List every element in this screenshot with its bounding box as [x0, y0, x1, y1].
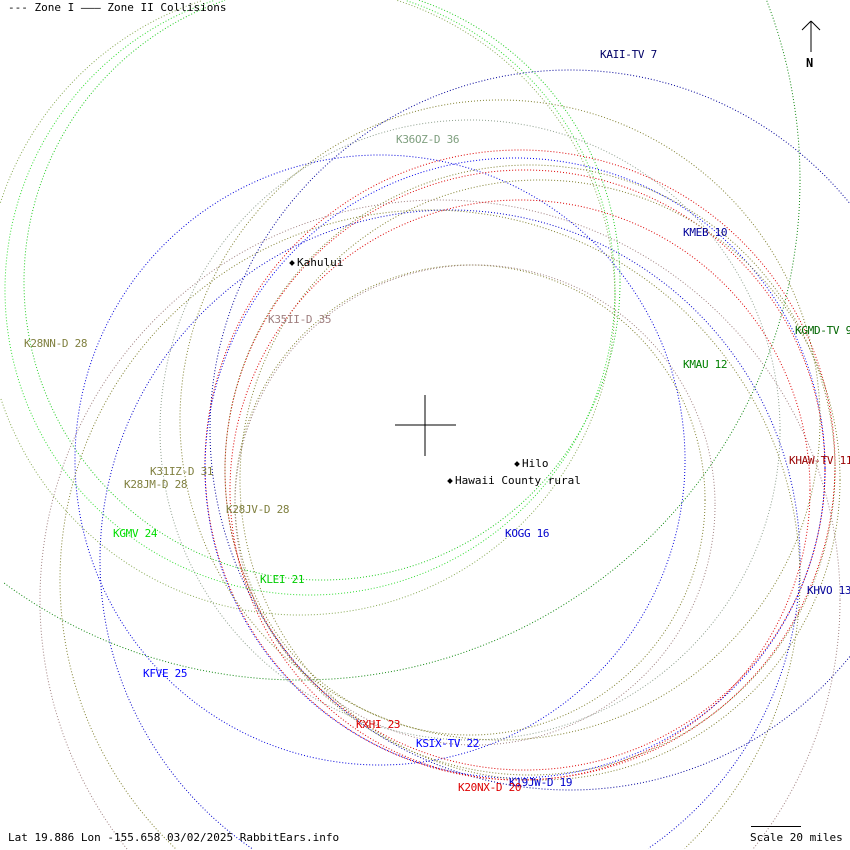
legend-zone2: ——— Zone II Collisions [80, 1, 227, 14]
scale-label: Scale 20 miles [750, 831, 843, 844]
city-kahului[interactable]: Kahului [289, 256, 344, 269]
coverage-contour [224, 169, 826, 771]
coverage-contour [39, 199, 841, 850]
coverage-contour [397, 0, 616, 300]
station-label-khvo[interactable]: KHVO 13 [807, 584, 850, 597]
coverage-contour [406, 0, 616, 290]
station-label-kfve[interactable]: KFVE 25 [143, 667, 188, 680]
station-label-kmeb[interactable]: KMEB 10 [683, 226, 728, 239]
station-label-kogg[interactable]: KOGG 16 [505, 527, 550, 540]
station-label-k28jv[interactable]: K28JV-D 28 [226, 503, 290, 516]
station-label-k31iz[interactable]: K31IZ-D 31 [150, 465, 214, 478]
station-label-k19jw[interactable]: K19JW-D 19 [509, 776, 573, 789]
north-label: N [806, 56, 814, 70]
station-label-kgmd[interactable]: KGMD-TV 9 [795, 324, 850, 337]
coverage-contour [766, 0, 801, 180]
coverage-contour [684, 580, 801, 849]
coverage-contour [59, 209, 801, 849]
coverage-contour [179, 99, 821, 741]
city-marker-icon [289, 260, 295, 266]
legend: --- Zone I ——— Zone II Collisions [8, 1, 227, 14]
station-label-k28nn[interactable]: K28NN-D 28 [24, 337, 88, 350]
city-name: Hawaii County rural [455, 474, 581, 487]
station-label-khaw[interactable]: KHAW-TV 11 [789, 454, 850, 467]
station-label-k28jm[interactable]: K28JM-D 28 [124, 478, 188, 491]
coverage-contour [647, 560, 801, 849]
city-marker-icon [447, 478, 453, 484]
city-hilo[interactable]: Hilo [514, 457, 549, 470]
station-label-kgmv[interactable]: KGMV 24 [113, 527, 158, 540]
station-label-kaii[interactable]: KAII-TV 7 [600, 48, 657, 61]
city-name: Kahului [297, 256, 344, 269]
station-label-k35ii[interactable]: K35II-D 35 [268, 313, 332, 326]
station-label-k20nx[interactable]: K20NX-D 20 [458, 781, 522, 794]
city-name: Hilo [522, 457, 549, 470]
station-label-k36oz[interactable]: K36OZ-D 36 [396, 133, 460, 146]
city-hawaii-county-rural[interactable]: Hawaii County rural [447, 474, 581, 487]
scale-bar [751, 826, 801, 827]
legend-zone1: --- Zone I [8, 1, 75, 14]
map-footer-info: Lat 19.886 Lon -155.658 03/02/2025 Rabbi… [8, 831, 340, 844]
north-arrow-icon: N [800, 20, 822, 70]
station-label-kmau[interactable]: KMAU 12 [683, 358, 728, 371]
station-label-ksix[interactable]: KSIX-TV 22 [416, 737, 480, 750]
coverage-contour [229, 199, 811, 781]
station-label-klei[interactable]: KLEI 21 [260, 573, 305, 586]
coverage-contour [204, 157, 826, 779]
coverage-contour [159, 119, 781, 741]
coverage-contour [239, 179, 841, 781]
coverage-contour [209, 69, 850, 791]
city-marker-icon [514, 461, 520, 467]
station-label-kxhi[interactable]: KXHI 23 [356, 718, 401, 731]
coverage-contour [4, 0, 616, 596]
